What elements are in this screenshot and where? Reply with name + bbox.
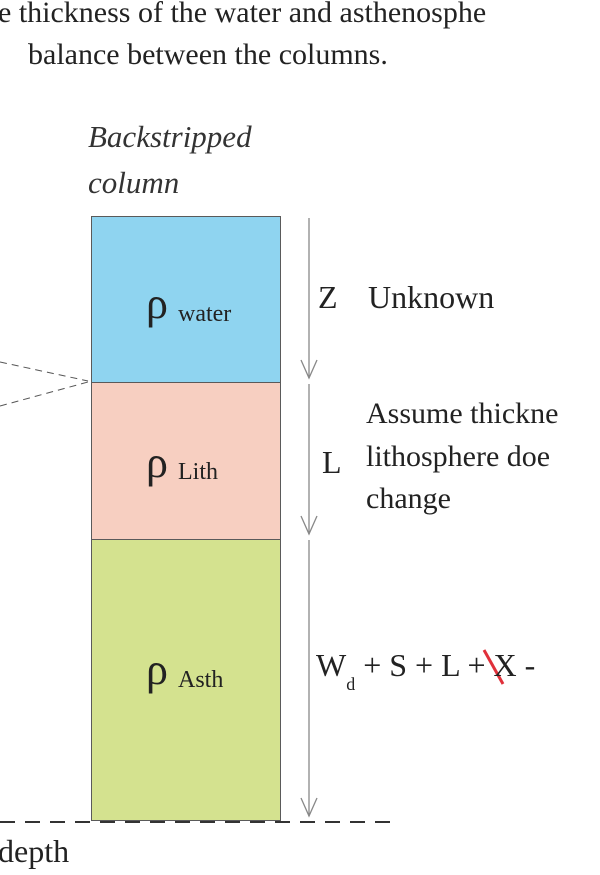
asth-equation: Wd + S + L + X - (316, 647, 535, 702)
l-note-line-1: Assume thickne (366, 397, 559, 430)
eq-w: W (316, 647, 347, 683)
asth-arrow-head (300, 797, 318, 818)
strike-l-mark (482, 649, 505, 685)
intro-line-1: e thickness of the water and asthenosphe (0, 0, 487, 29)
rho-water-symbol: ρ (146, 279, 168, 328)
l-arrow-head (300, 515, 318, 536)
dashed-pointer-lower (0, 381, 89, 407)
rho-asth-subscript: Asth (178, 667, 224, 693)
asthenosphere-layer-box (91, 539, 281, 821)
depth-label: depth (0, 833, 70, 869)
rho-water-subscript: water (178, 301, 232, 327)
eq-plus-s: + S + (355, 647, 442, 683)
l-note-line-3: change (366, 482, 451, 515)
z-label: Z (318, 279, 338, 315)
rho-lith-subscript: Lith (178, 459, 218, 485)
rho-asth-symbol: ρ (146, 645, 168, 694)
rho-lith-symbol: ρ (146, 438, 168, 487)
intro-line-2: balance between the columns. (28, 38, 388, 71)
eq-rest: + X - (459, 647, 536, 683)
eq-l-struck: L (441, 647, 460, 683)
water-layer-box (91, 216, 281, 383)
z-unknown-label: Unknown (368, 279, 495, 315)
dashed-pointer-upper (0, 361, 89, 382)
l-label: L (322, 444, 342, 480)
l-note-line-2: lithosphere doe (366, 440, 551, 473)
column-title-line-1: Backstripped (88, 119, 252, 154)
column-title-line-2: column (88, 165, 180, 200)
z-arrow-head (300, 359, 318, 380)
eq-w-subscript: d (346, 674, 356, 694)
